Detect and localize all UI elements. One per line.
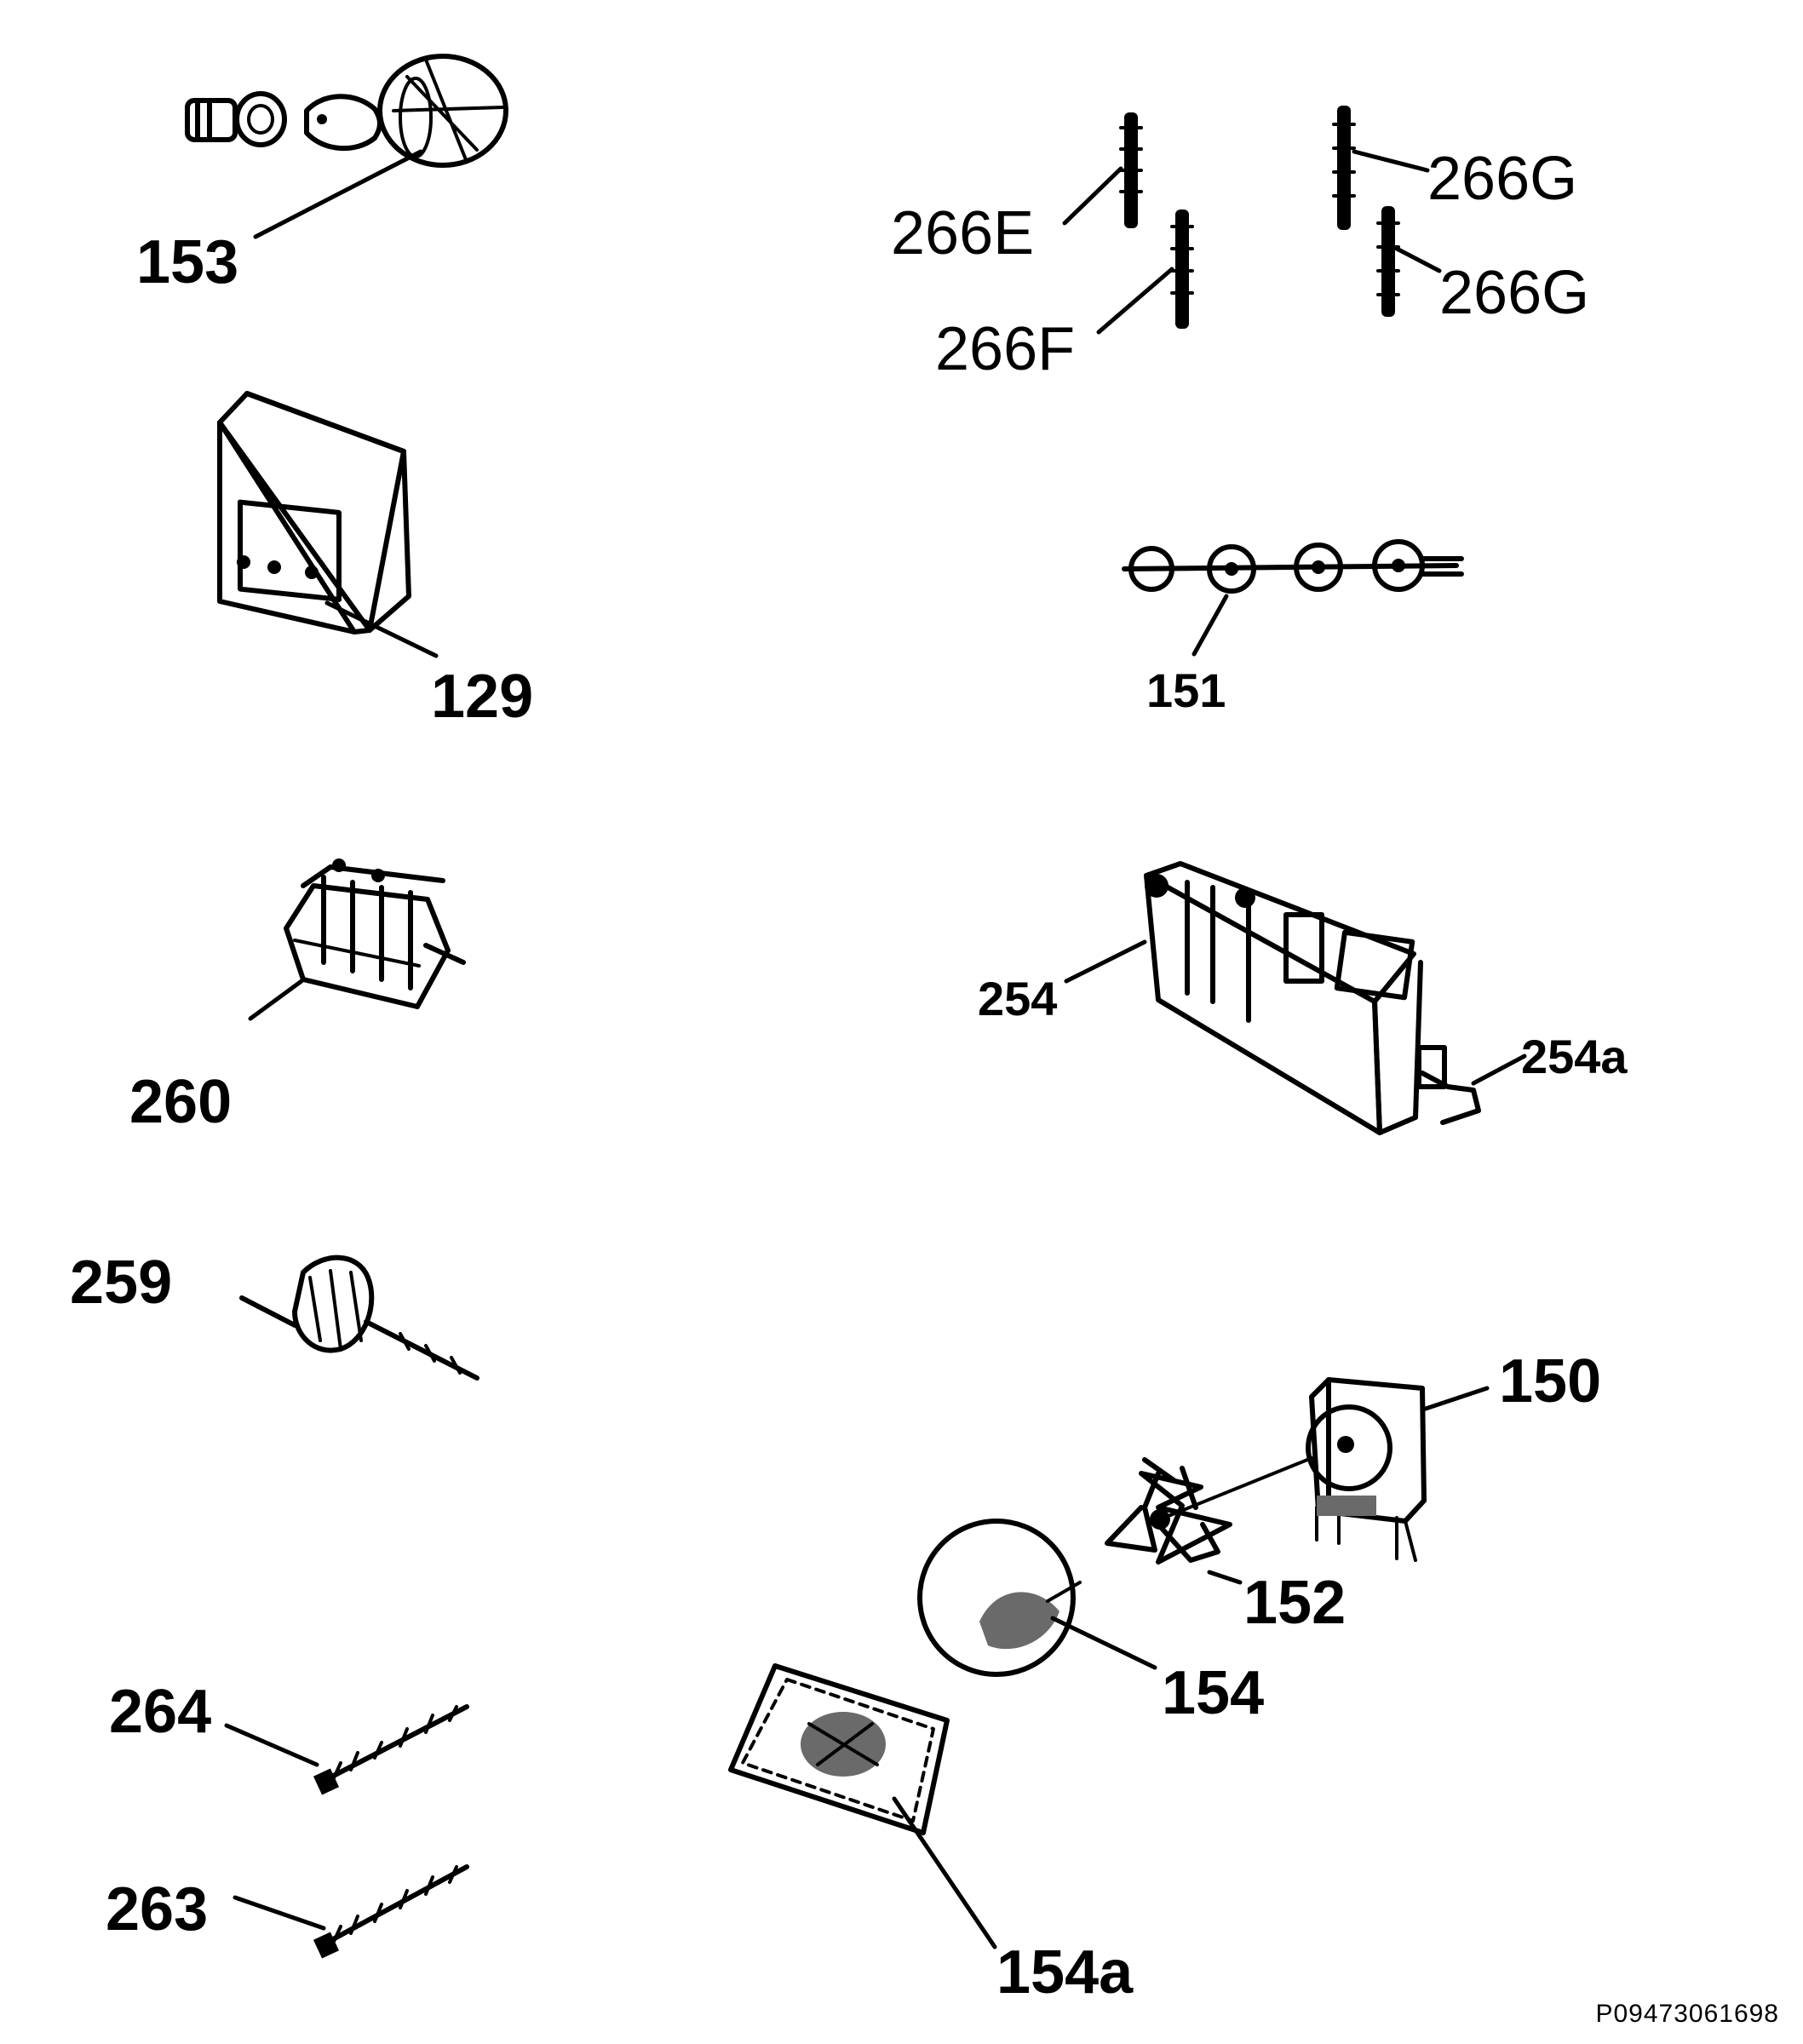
part-150-fan-motor — [1306, 1377, 1427, 1562]
leader-153 — [253, 149, 423, 239]
leader-129 — [324, 600, 439, 658]
part-266G-pin-upper — [1332, 106, 1356, 230]
part-254-ignition-generator — [1144, 861, 1481, 1135]
label-153: 153 — [136, 228, 238, 296]
leader-154a — [892, 1796, 997, 1949]
label-151: 151 — [1146, 663, 1226, 717]
leader-154 — [1050, 1616, 1157, 1670]
part-151-wire-harness — [1122, 539, 1464, 594]
leader-264 — [224, 1723, 319, 1767]
part-153-lamp-assembly — [185, 54, 508, 168]
part-154-fan-cover — [917, 1519, 1082, 1677]
leader-254 — [1064, 939, 1147, 984]
leader-266E — [1062, 166, 1123, 226]
label-263: 263 — [106, 1875, 208, 1944]
label-266G-upper: 266G — [1427, 145, 1577, 213]
leader-254a — [1471, 1054, 1527, 1086]
leader-152 — [1207, 1570, 1243, 1585]
leader-263 — [233, 1895, 326, 1931]
part-154a-cover-plate — [728, 1663, 950, 1835]
leader-266G-lower — [1394, 246, 1442, 273]
part-266E-pin — [1119, 112, 1143, 228]
label-254: 254 — [978, 972, 1057, 1025]
label-264: 264 — [109, 1678, 211, 1746]
label-254a: 254a — [1521, 1030, 1628, 1083]
label-129: 129 — [431, 663, 533, 731]
label-266F: 266F — [935, 315, 1075, 383]
part-264-screw — [313, 1704, 469, 1795]
label-259: 259 — [70, 1249, 172, 1317]
part-129-timer-module — [217, 391, 411, 634]
leader-266F — [1096, 267, 1174, 335]
label-266E: 266E — [891, 199, 1034, 267]
document-code: P09473061698 — [1595, 2000, 1779, 2028]
part-152-fan-blade — [1105, 1456, 1313, 1565]
part-263-screw — [313, 1864, 469, 1959]
label-152: 152 — [1243, 1569, 1346, 1637]
label-266G-lower: 266G — [1439, 259, 1589, 327]
leader-150 — [1423, 1386, 1490, 1411]
leader-266G-upper — [1352, 149, 1430, 173]
part-266G-pin-lower — [1376, 206, 1400, 317]
leader-151 — [1191, 594, 1229, 657]
label-150: 150 — [1499, 1347, 1601, 1415]
part-266F-pin — [1170, 210, 1194, 329]
label-260: 260 — [129, 1068, 232, 1136]
part-259-thermostat — [239, 1255, 479, 1381]
label-154: 154 — [1162, 1659, 1264, 1727]
part-260-selector-switch — [284, 858, 466, 1009]
label-154a: 154a — [996, 1938, 1134, 2007]
leader-260 — [248, 979, 304, 1021]
